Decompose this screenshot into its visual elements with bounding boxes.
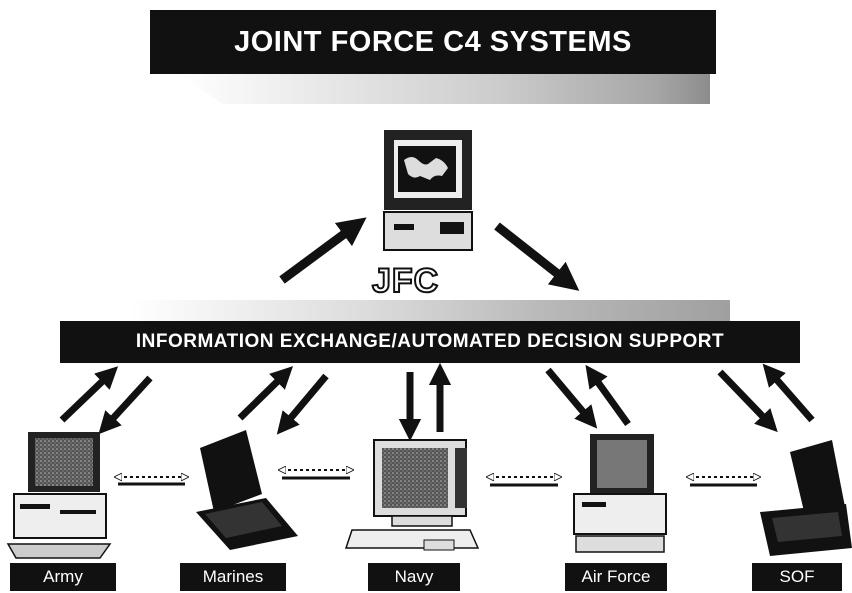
- service-label-sof: SOF: [752, 563, 842, 591]
- navy-computer-icon: [344, 439, 480, 551]
- jfc-label: JFC: [371, 261, 440, 301]
- exchange-bar-label: INFORMATION EXCHANGE/AUTOMATED DECISION …: [135, 331, 725, 352]
- service-label-army: Army: [10, 563, 116, 591]
- sof-laptop-icon: [760, 440, 852, 556]
- peer-exchange-arrows: [118, 470, 757, 487]
- jfc-computer-icon: [383, 130, 473, 251]
- arrow-from-jfc: [494, 222, 580, 291]
- title-banner: JOINT FORCE C4 SYSTEMS: [150, 10, 716, 74]
- service-label-marines: Marines: [180, 563, 286, 591]
- page-title: JOINT FORCE C4 SYSTEMS: [234, 25, 632, 58]
- army-computer-icon: [6, 432, 112, 559]
- exchange-bar: INFORMATION EXCHANGE/AUTOMATED DECISION …: [60, 321, 800, 363]
- service-exchange-arrows: [59, 362, 815, 442]
- title-banner-shadow: [180, 74, 710, 104]
- air-force-computer-icon: [573, 434, 667, 553]
- marines-laptop-icon: [196, 430, 298, 550]
- service-label-air-force: Air Force: [565, 563, 667, 591]
- arrow-to-jfc: [279, 217, 367, 284]
- service-label-navy: Navy: [368, 563, 460, 591]
- exchange-bar-shadow: [130, 300, 730, 322]
